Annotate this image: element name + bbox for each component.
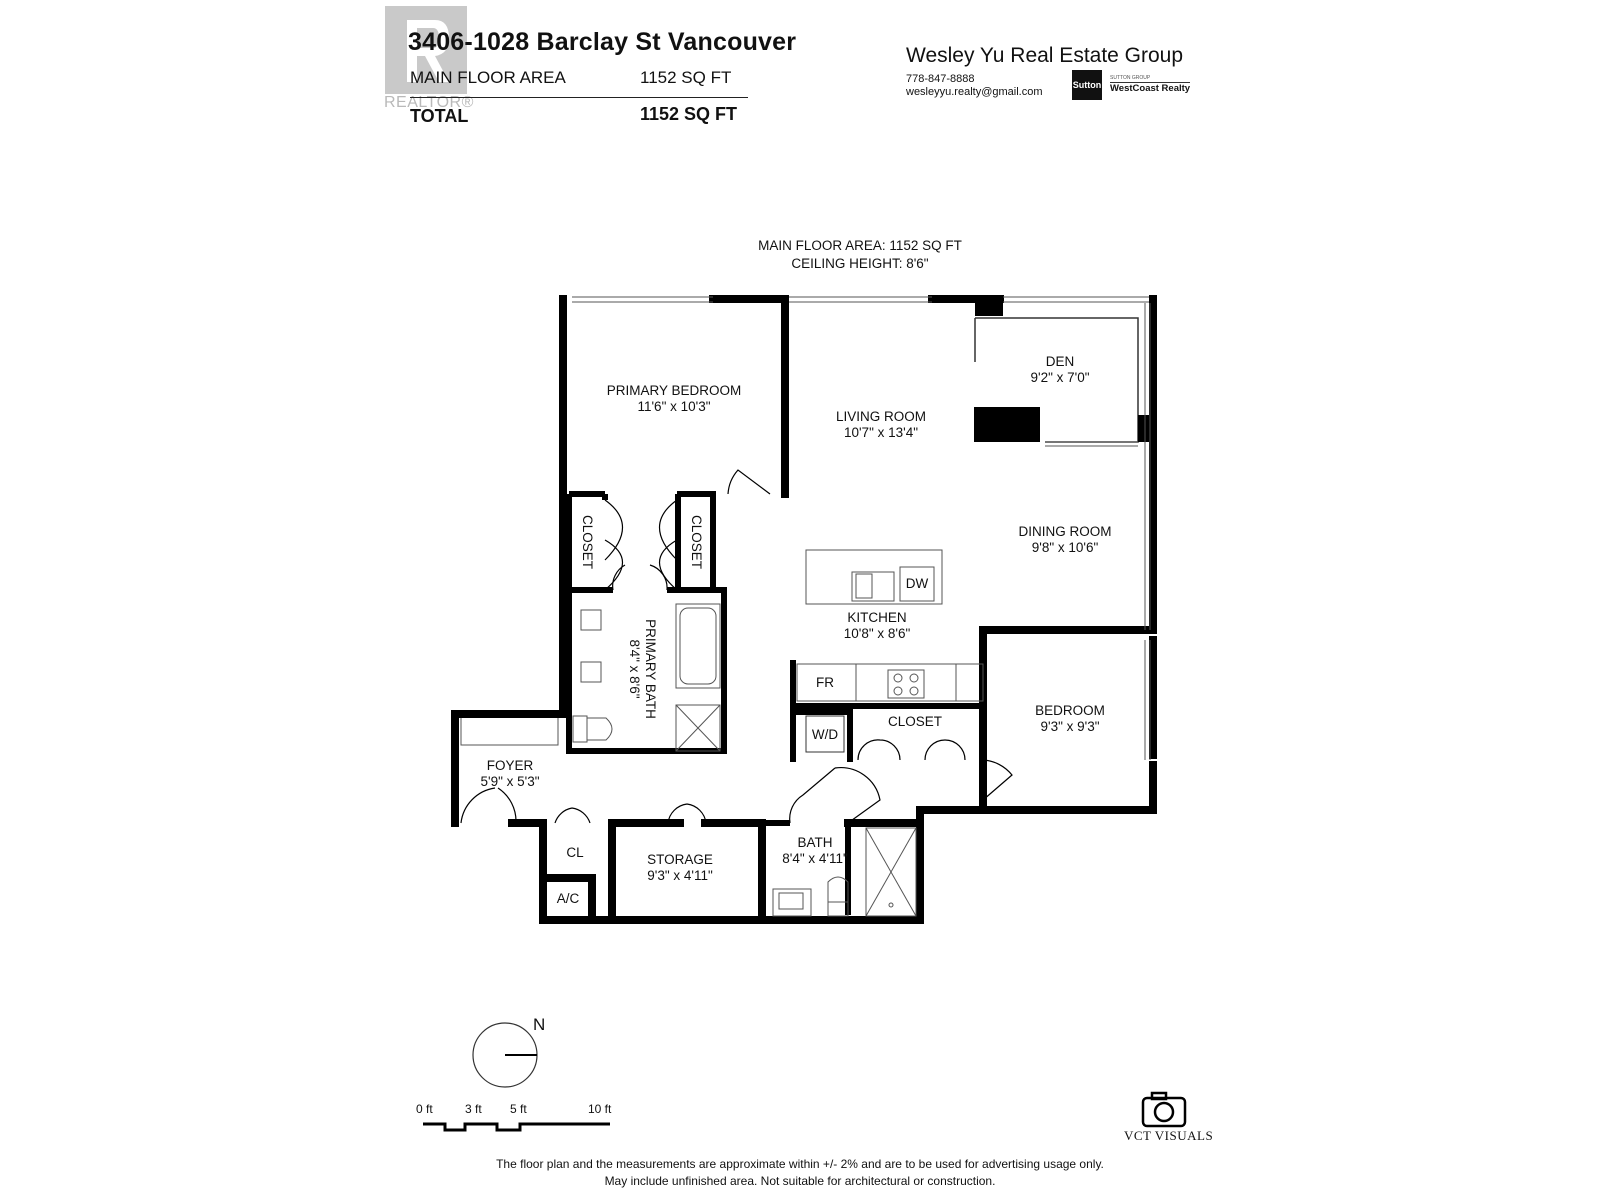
room-name: KITCHEN <box>847 610 907 625</box>
room-bath: BATH 8'4" x 4'11" <box>770 835 860 867</box>
room-name: BEDROOM <box>1035 703 1105 718</box>
column-top <box>975 296 1003 316</box>
camera-icon <box>1141 1091 1187 1128</box>
door-swings <box>460 469 1013 824</box>
scale-bar-graphic <box>423 1122 610 1132</box>
main-floor-value: 1152 SQ FT <box>640 68 732 87</box>
room-foyer: FOYER 5'9" x 5'3" <box>470 758 550 790</box>
room-dims: 11'6" x 10'3" <box>637 399 711 414</box>
column-right <box>1138 415 1156 442</box>
room-name: PRIMARY BATH <box>643 619 658 719</box>
room-dims: 9'3" x 9'3" <box>1040 719 1100 734</box>
wd-box <box>805 715 845 753</box>
room-name: STORAGE <box>647 852 713 867</box>
room-name: DEN <box>1045 354 1075 369</box>
scale-label-5: 5 ft <box>510 1102 527 1116</box>
room-bedroom: BEDROOM 9'3" x 9'3" <box>1010 703 1130 735</box>
den-column <box>974 407 1040 442</box>
closet-left-label: CLOSET <box>580 514 595 569</box>
room-kitchen: KITCHEN 10'8" x 8'6" <box>817 610 937 642</box>
agent-name: Wesley Yu Real Estate Group <box>906 44 1184 67</box>
disclaimer-line2: May include unfinished area. Not suitabl… <box>604 1174 996 1188</box>
sutton-logo: Sutton <box>1072 70 1102 100</box>
room-dims: 10'8" x 8'6" <box>843 626 911 641</box>
property-address: 3406-1028 Barclay St Vancouver <box>408 28 797 56</box>
total-label: TOTAL <box>410 106 469 126</box>
room-name: LIVING ROOM <box>835 409 926 424</box>
plan-area-note: MAIN FLOOR AREA: 1152 SQ FT <box>758 238 962 253</box>
north-label: N <box>533 1015 546 1034</box>
room-primary-bedroom: PRIMARY BEDROOM 11'6" x 10'3" <box>589 383 759 415</box>
interior-walls <box>566 299 1003 915</box>
room-storage: STORAGE 9'3" x 4'11" <box>630 852 730 884</box>
kitchen-counter <box>796 663 984 702</box>
exterior-walls <box>451 295 1157 924</box>
dw-label: DW <box>905 576 929 591</box>
main-floor-label: MAIN FLOOR AREA <box>410 68 566 87</box>
realtor-watermark-text: REALTOR® <box>384 94 474 111</box>
room-name: DINING ROOM <box>1018 524 1112 539</box>
windows <box>460 296 1151 760</box>
room-den: DEN 9'2" x 7'0" <box>1017 354 1103 386</box>
room-dims: 9'3" x 4'11" <box>647 868 713 883</box>
scale-label-10: 10 ft <box>588 1102 612 1116</box>
total-value: 1152 SQ FT <box>640 104 738 124</box>
kitchen-island <box>805 549 943 605</box>
scale-label-0: 0 ft <box>416 1102 433 1116</box>
room-living-room: LIVING ROOM 10'7" x 13'4" <box>806 409 956 441</box>
bath-fixtures <box>772 827 917 917</box>
room-dims: 10'7" x 13'4" <box>843 425 919 440</box>
disclaimer-line1: The floor plan and the measurements are … <box>496 1157 1104 1171</box>
closet-right-label: CLOSET <box>689 514 704 569</box>
room-dims: 8'4" x 4'11" <box>782 851 848 866</box>
closet-mid-label: CLOSET <box>887 714 942 729</box>
room-name: FOYER <box>486 758 534 773</box>
sutton-logo-text: Sutton <box>1072 80 1102 90</box>
room-dims: 9'8" x 10'6" <box>1031 540 1099 555</box>
scale-label-3: 3 ft <box>465 1102 482 1116</box>
room-dims: 5'9" x 5'3" <box>480 774 540 789</box>
plan-ceiling-note: CEILING HEIGHT: 8'6" <box>791 256 929 271</box>
fr-label: FR <box>816 675 834 690</box>
brokerage-name: WestCoast Realty <box>1110 83 1191 94</box>
room-dims: 8'4" x 8'6" <box>627 639 642 699</box>
agent-phone: 778-847-8888 <box>906 73 975 85</box>
realtor-logo <box>385 6 467 118</box>
primary-bath-fixtures <box>572 603 721 752</box>
room-name: PRIMARY BEDROOM <box>606 383 742 398</box>
wd-label: W/D <box>811 727 839 742</box>
header-divider <box>410 97 748 98</box>
brokerage-rule <box>1110 82 1190 83</box>
brokerage-small-label: SUTTON GROUP <box>1110 75 1151 81</box>
room-primary-bath: PRIMARY BATH 8'4" x 8'6" <box>626 609 658 729</box>
room-name: BATH <box>797 835 833 850</box>
brand-name: VCT VISUALS <box>1124 1128 1214 1143</box>
ac-label: A/C <box>556 891 580 906</box>
compass-rose <box>472 1022 538 1088</box>
room-dims: 9'2" x 7'0" <box>1030 370 1090 385</box>
cl-label: CL <box>566 845 584 860</box>
room-dining-room: DINING ROOM 9'8" x 10'6" <box>1000 524 1130 556</box>
agent-email: wesleyyu.realty@gmail.com <box>906 86 1043 98</box>
